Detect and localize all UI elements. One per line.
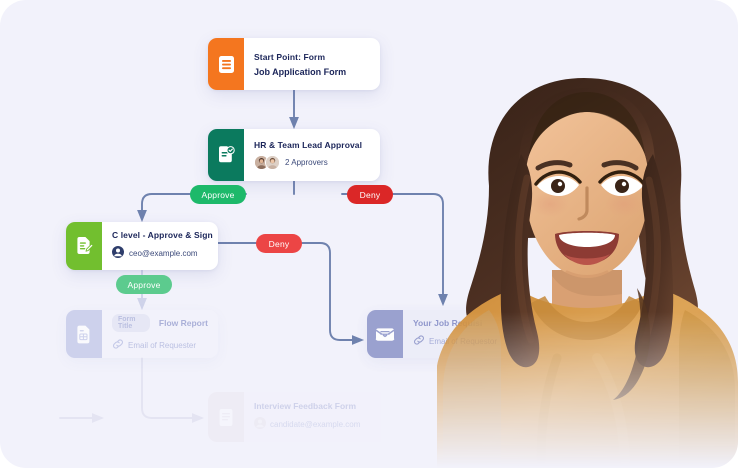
flow-node-title: Flow Report — [158, 317, 208, 328]
document-check-icon — [208, 129, 244, 181]
interview-node-title: Interview Feedback Form — [254, 400, 357, 411]
interview-feedback-form-node[interactable]: Interview Feedback Form candidate@exampl… — [208, 392, 398, 442]
clevel-node-title: C level - Approve & Sign — [112, 229, 213, 240]
interview-email-row: candidate@example.com — [254, 416, 388, 434]
clevel-email: ceo@example.com — [129, 249, 198, 258]
start-node-body: Start Point: Form Job Application Form — [244, 38, 380, 90]
link-icon — [112, 337, 124, 355]
person-circle-icon — [112, 245, 124, 263]
hr-node-title: HR & Team Lead Approval — [254, 140, 363, 150]
deny-badge-clevel[interactable]: Deny — [256, 234, 302, 253]
start-node-title: Start Point: Form — [254, 51, 326, 62]
clevel-email-row: ceo@example.com — [112, 245, 213, 263]
start-point-node[interactable]: Start Point: Form Job Application Form — [208, 38, 380, 90]
interview-email: candidate@example.com — [270, 420, 361, 429]
start-node-subtitle: Job Application Form — [254, 66, 347, 77]
job-node-title: Your Job Requisi — [413, 317, 483, 328]
form-lines-icon — [208, 38, 244, 90]
document-pen-icon — [66, 222, 102, 270]
smiling-woman-photo — [437, 78, 738, 468]
interview-node-body: Interview Feedback Form candidate@exampl… — [244, 392, 398, 442]
flow-title-row: Form Title Flow Report — [112, 313, 208, 332]
approve-badge-hr[interactable]: Approve — [190, 185, 246, 204]
hr-approvers-row: 2 Approvers — [254, 155, 368, 170]
avatar — [265, 155, 280, 170]
deny-badge-hr[interactable]: Deny — [347, 185, 393, 204]
document-lines-icon — [208, 392, 244, 442]
hr-node-body: HR & Team Lead Approval — [244, 129, 380, 181]
c-level-approve-sign-node[interactable]: C level - Approve & Sign ceo@example.com — [66, 222, 218, 270]
approve-badge-clevel[interactable]: Approve — [116, 275, 172, 294]
flow-report-node[interactable]: Form Title Flow Report Email of Requeste… — [66, 310, 218, 358]
person-circle-icon — [254, 416, 266, 434]
link-icon — [413, 333, 425, 351]
flow-email-placeholder: Email of Requester — [128, 341, 197, 350]
approver-avatars — [254, 155, 280, 170]
clevel-node-body: C level - Approve & Sign ceo@example.com — [102, 222, 218, 270]
flow-email-row: Email of Requester — [112, 337, 208, 355]
form-title-pill: Form Title — [112, 313, 150, 332]
envelope-icon — [367, 310, 403, 358]
hr-team-lead-approval-node[interactable]: HR & Team Lead Approval — [208, 129, 380, 181]
document-table-icon — [66, 310, 102, 358]
hr-approvers-count: 2 Approvers — [285, 158, 328, 167]
flow-node-body: Form Title Flow Report Email of Requeste… — [102, 310, 218, 358]
